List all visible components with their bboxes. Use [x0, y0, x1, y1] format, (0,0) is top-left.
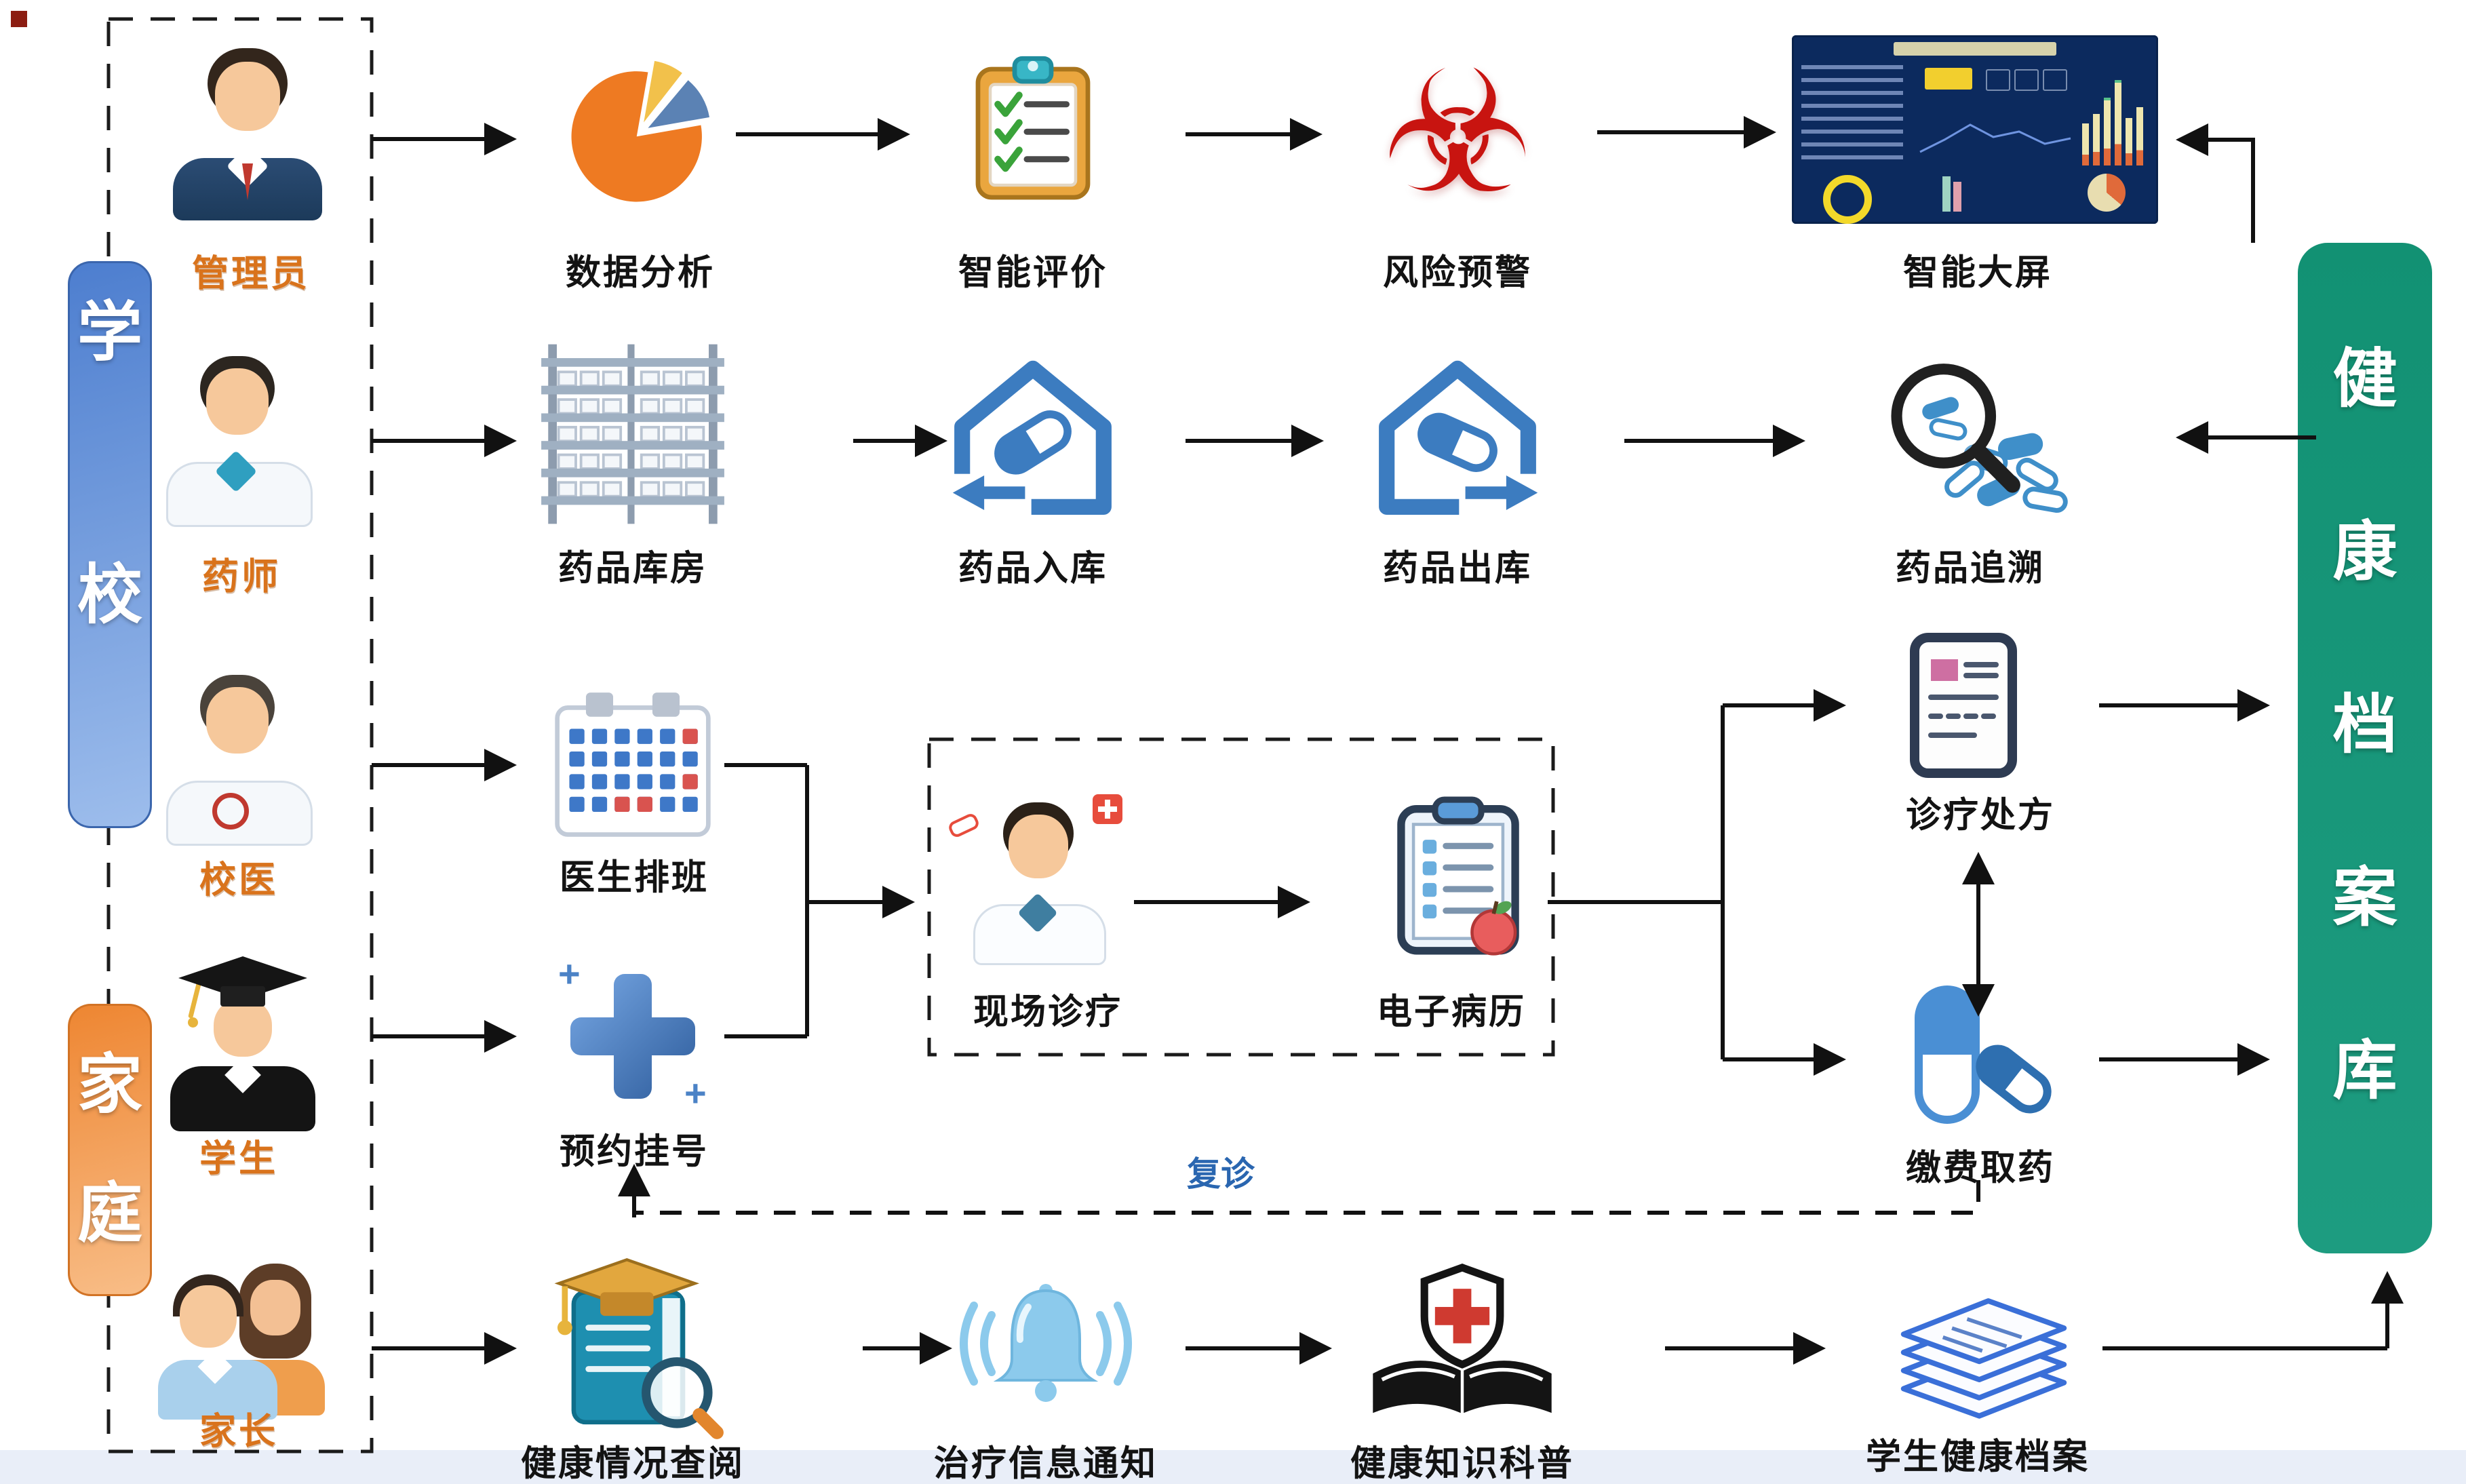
role-label-parent: 家长: [199, 1411, 278, 1452]
bell-icon: [958, 1272, 1134, 1421]
node-label-health-knowledge: 健康知识科普: [1350, 1444, 1575, 1484]
doctor-face: [1009, 815, 1068, 878]
repo-char-1: 健: [2332, 343, 2398, 415]
school-sidebar: 学 校: [68, 261, 152, 828]
prescription-icon: [1896, 629, 2031, 781]
node-label-prescription: 诊疗处方: [1905, 796, 2056, 836]
repo-char-2: 康: [2332, 516, 2398, 588]
node-label-emr: 电子病历: [1376, 992, 1527, 1032]
dashboard-table: [1801, 65, 1903, 167]
node-label-doctor-schedule: 医生排班: [559, 858, 709, 898]
node-label-data-analysis: 数据分析: [565, 253, 716, 293]
stethoscope-icon: [212, 793, 249, 829]
pill-house-out-icon: [1371, 355, 1544, 528]
clipboard-check-icon: [957, 54, 1110, 207]
avatar-face: [215, 62, 280, 131]
node-label-treatment-notice: 治疗信息通知: [933, 1444, 1158, 1484]
dashboard-chip: [2014, 69, 2039, 91]
school-char-1: 学: [77, 296, 142, 369]
node-label-drug-inbound: 药品入库: [958, 549, 1108, 589]
pie-chart-icon: [563, 54, 719, 210]
father-face: [180, 1285, 237, 1348]
admin-avatar: [163, 44, 332, 220]
node-label-payment: 缴费取药: [1905, 1148, 2056, 1188]
corner-red-square: [11, 11, 27, 27]
role-label-student: 学生: [199, 1138, 278, 1179]
dashboard-mini-bar: [1942, 176, 1951, 212]
node-label-smart-evaluation: 智能评价: [958, 253, 1108, 293]
graduation-cap-band: [220, 986, 265, 1007]
repo-char-3: 档: [2332, 689, 2398, 761]
pill-house-in-icon: [947, 355, 1120, 528]
dashboard-donut: [1823, 175, 1872, 224]
node-label-student-archive: 学生健康档案: [1865, 1437, 2090, 1477]
avatar-face: [206, 687, 269, 754]
repo-char-5: 库: [2332, 1035, 2398, 1107]
node-label-drug-outbound: 药品出库: [1382, 549, 1533, 589]
medical-record-icon: [1373, 794, 1543, 963]
magnifier-pills-icon: [1868, 351, 2072, 528]
node-label-onsite-diagnosis: 现场诊疗: [973, 992, 1123, 1032]
bottom-strip: [0, 1450, 2466, 1484]
cap-tassel-dot: [188, 1017, 198, 1028]
role-label-admin: 管理员: [192, 253, 310, 294]
node-label-smart-screen: 智能大屏: [1902, 253, 2053, 293]
pharmacist-avatar: [153, 349, 322, 527]
repository-sidebar: 健 康 档 案 库: [2298, 243, 2432, 1253]
health-book-icon: [541, 1257, 724, 1440]
node-label-health-review: 健康情况查阅: [520, 1444, 745, 1484]
family-char-1: 家: [77, 1049, 142, 1121]
book-shield-icon: [1361, 1262, 1564, 1431]
plus-mark: +: [684, 1072, 707, 1114]
red-cross-badge: [1093, 794, 1122, 824]
doctor-illustration: [946, 790, 1129, 973]
avatar-face: [214, 998, 272, 1057]
mother-face: [250, 1280, 300, 1335]
dashboard-pie: [2088, 174, 2126, 212]
dashboard-line-chart: [1917, 104, 2073, 164]
student-avatar: [158, 956, 328, 1133]
school-doctor-avatar: [153, 668, 322, 846]
edge-label-followup: 复诊: [1187, 1155, 1255, 1193]
dashboard-chip: [2043, 69, 2067, 91]
capsule-icon: [1889, 973, 2052, 1136]
followup-dashed-loop: [632, 1180, 1980, 1215]
node-label-drug-trace: 药品追溯: [1895, 549, 2046, 589]
dashboard-chip: [1986, 69, 2010, 91]
dashboard-bar-chart: [2082, 69, 2150, 165]
node-label-risk-warning: 风险预警: [1382, 253, 1533, 293]
plus-mark: +: [558, 952, 581, 995]
dashboard-screen: [1792, 35, 2158, 224]
biohazard-icon: ☣: [1381, 34, 1534, 231]
dashboard-title-bar: [1894, 42, 2056, 56]
avatar-face: [206, 368, 269, 435]
calendar-icon: [550, 686, 716, 844]
node-label-drug-warehouse: 药品库房: [557, 549, 708, 589]
repo-char-4: 案: [2332, 862, 2398, 934]
family-sidebar: 家 庭: [68, 1004, 152, 1296]
pill-doodle: [946, 811, 981, 840]
school-char-2: 校: [77, 559, 142, 631]
dashboard-mini-bar: [1953, 182, 1961, 212]
family-char-2: 庭: [77, 1177, 142, 1250]
role-label-school-doctor: 校医: [199, 859, 278, 901]
node-label-appointment: 预约挂号: [559, 1132, 709, 1172]
shelf-rack-icon: [538, 336, 728, 532]
parents-avatar: [158, 1245, 328, 1421]
role-label-pharmacist: 药师: [202, 556, 281, 598]
dashboard-number: [1925, 68, 1972, 90]
cross-horizontal: [570, 1017, 695, 1055]
documents-stack-icon: [1879, 1262, 2089, 1431]
medical-cross-icon: + +: [551, 955, 714, 1118]
